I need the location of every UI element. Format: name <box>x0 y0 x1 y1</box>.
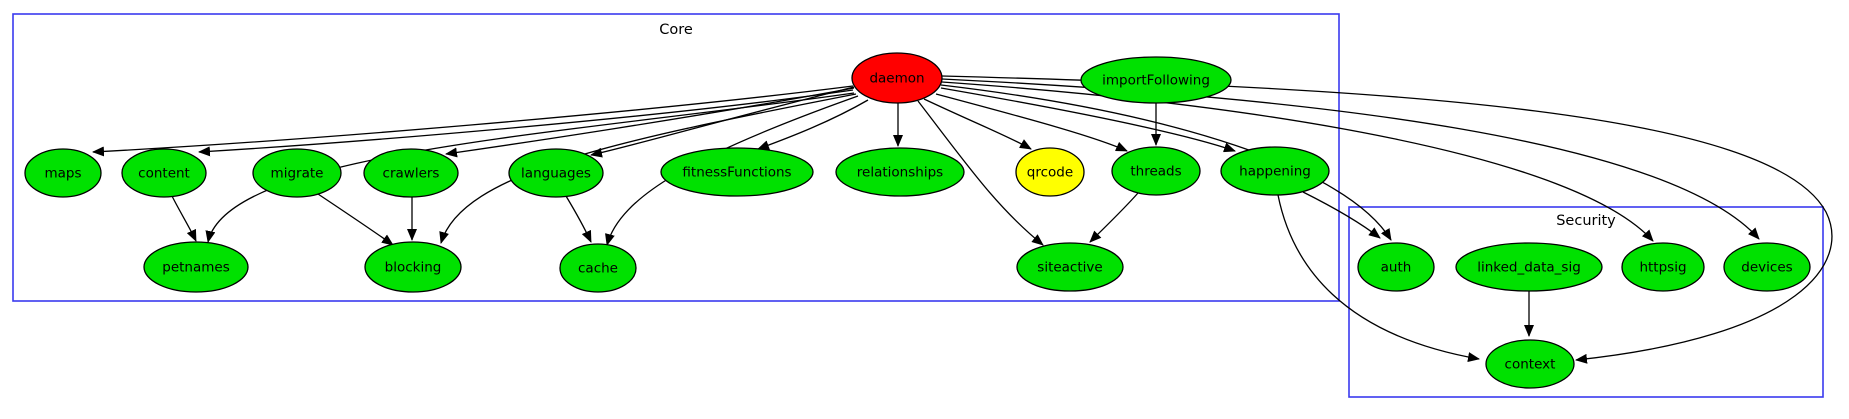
cluster-core-border <box>12 13 1340 302</box>
importFollowing-label: importFollowing <box>1102 73 1210 89</box>
devices-label: devices <box>1741 260 1792 276</box>
linked_data_sig-ellipse <box>1455 242 1603 292</box>
crawlers-ellipse <box>363 148 459 198</box>
cluster-security: Security <box>1348 206 1824 398</box>
context-ellipse <box>1485 339 1575 389</box>
context-label: context <box>1505 357 1556 373</box>
cluster-security-border <box>1348 206 1824 398</box>
node-migrate: migrate <box>252 148 342 198</box>
maps-ellipse <box>24 148 102 198</box>
httpsig-ellipse <box>1621 242 1705 292</box>
node-httpsig: httpsig <box>1621 242 1705 292</box>
languages-label: languages <box>521 166 591 182</box>
edge-daemon-siteactive <box>917 100 1044 246</box>
devices-ellipse <box>1723 242 1811 292</box>
node-importFollowing: importFollowing <box>1080 56 1232 104</box>
node-linked_data_sig: linked_data_sig <box>1455 242 1603 292</box>
node-languages: languages <box>508 148 604 198</box>
auth-ellipse <box>1357 242 1435 292</box>
edge-daemon-fitnessFunctions <box>757 99 869 150</box>
happening-label: happening <box>1239 164 1311 180</box>
edge-daemon-qrcode <box>923 98 1032 150</box>
node-siteactive: siteactive <box>1016 242 1124 292</box>
blocking-label: blocking <box>385 260 442 276</box>
maps-label: maps <box>44 166 81 182</box>
threads-ellipse <box>1111 146 1201 196</box>
content-label: content <box>138 166 190 182</box>
node-petnames: petnames <box>143 241 249 293</box>
edge-happening-context <box>1277 194 1480 363</box>
relationships-label: relationships <box>857 165 943 181</box>
daemon-ellipse <box>851 52 943 104</box>
node-relationships: relationships <box>835 147 965 197</box>
edge-daemon-context <box>941 75 1833 364</box>
edge-daemon-auth <box>940 84 1392 241</box>
node-crawlers: crawlers <box>363 148 459 198</box>
node-devices: devices <box>1723 242 1811 292</box>
node-layer: daemon importFollowing maps content migr… <box>24 52 1811 389</box>
node-daemon: daemon <box>851 52 943 104</box>
edge-threads-siteactive <box>1089 192 1139 243</box>
edge-daemon-crawlers <box>445 87 855 158</box>
node-auth: auth <box>1357 242 1435 292</box>
siteactive-ellipse <box>1016 242 1124 292</box>
content-ellipse <box>121 148 207 198</box>
relationships-ellipse <box>835 147 965 197</box>
fitnessFunctions-label: fitnessFunctions <box>682 165 791 181</box>
node-maps: maps <box>24 148 102 198</box>
node-threads: threads <box>1111 146 1201 196</box>
fitnessFunctions-ellipse <box>660 147 814 197</box>
blocking-ellipse <box>364 241 462 293</box>
cache-label: cache <box>578 261 618 277</box>
edge-daemon-languages <box>590 86 855 158</box>
siteactive-label: siteactive <box>1037 260 1102 276</box>
edge-daemon-happening <box>940 87 1236 153</box>
qrcode-ellipse <box>1015 147 1085 197</box>
node-blocking: blocking <box>364 241 462 293</box>
migrate-ellipse <box>252 148 342 198</box>
petnames-ellipse <box>143 241 249 293</box>
crawlers-label: crawlers <box>383 166 440 182</box>
auth-label: auth <box>1381 260 1412 276</box>
edge-content-petnames <box>171 195 197 242</box>
node-cache: cache <box>559 243 637 293</box>
cluster-security-label: Security <box>1556 213 1616 229</box>
cluster-core-label: Core <box>659 22 693 38</box>
edge-happening-auth <box>1302 191 1381 239</box>
petnames-label: petnames <box>162 260 230 276</box>
edge-daemon-threads <box>935 93 1128 152</box>
edge-migrate-blocking <box>317 193 394 246</box>
linked_data_sig-label: linked_data_sig <box>1477 260 1581 276</box>
edge-daemon-httpsig <box>941 81 1654 242</box>
cache-ellipse <box>559 243 637 293</box>
node-happening: happening <box>1220 146 1330 196</box>
edge-languages-cache <box>565 195 592 243</box>
node-content: content <box>121 148 207 198</box>
migrate-label: migrate <box>271 166 324 182</box>
edge-daemon-content <box>198 89 854 157</box>
threads-label: threads <box>1130 164 1181 180</box>
qrcode-label: qrcode <box>1027 165 1073 181</box>
httpsig-label: httpsig <box>1639 260 1686 276</box>
daemon-label: daemon <box>869 71 924 87</box>
node-qrcode: qrcode <box>1015 147 1085 197</box>
node-fitnessFunctions: fitnessFunctions <box>660 147 814 197</box>
languages-ellipse <box>508 148 604 198</box>
edge-daemon-maps <box>92 85 854 157</box>
happening-ellipse <box>1220 146 1330 196</box>
cluster-core: Core <box>12 13 1340 302</box>
node-context: context <box>1485 339 1575 389</box>
importFollowing-ellipse <box>1080 56 1232 104</box>
